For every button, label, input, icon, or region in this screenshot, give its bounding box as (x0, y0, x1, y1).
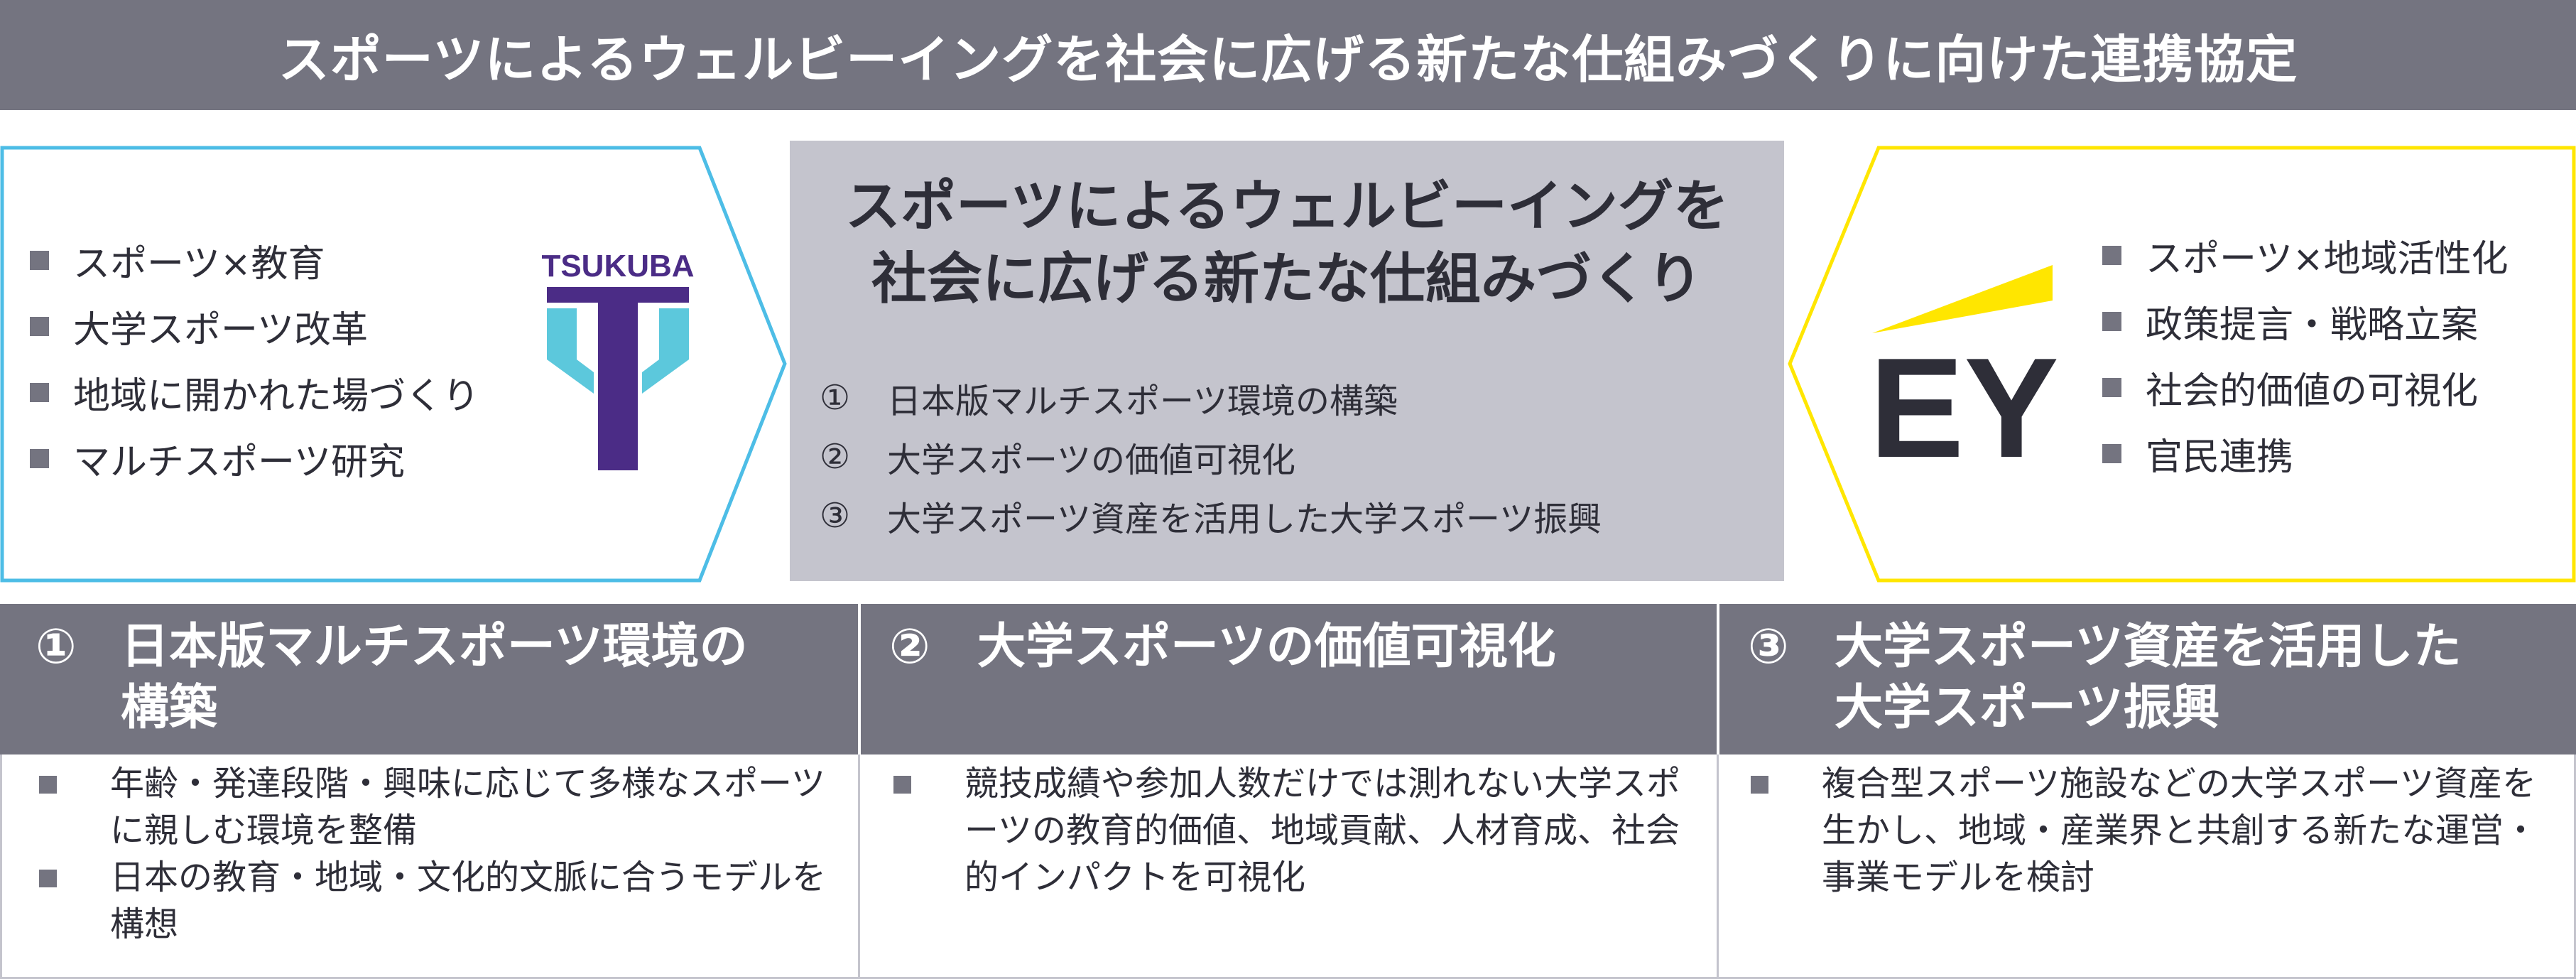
bullet-square-icon (39, 870, 57, 887)
list-item: 政策提言・戦略立案 (2102, 288, 2509, 355)
list-item: スポーツ×教育 (30, 227, 479, 293)
bullet-square-icon (39, 776, 57, 794)
bullet-square-icon (1751, 776, 1768, 794)
banner-title: スポーツによるウェルビーイングを社会に広げる新たな仕組みづくりに向けた連携協定 (0, 0, 2576, 110)
agreement-theme-box: スポーツによるウェルビーイングを 社会に広げる新たな仕組みづくり (790, 141, 1784, 581)
column-body-1 (0, 754, 860, 979)
column-2-list: 競技成績や参加人数だけでは測れない大学スポーツの教育的価値、地域貢献、人材育成、… (893, 760, 1682, 901)
column-header-3: ③ 大学スポーツ資産を活用した 大学スポーツ振興 (1719, 604, 2576, 754)
list-item: 官民連携 (2102, 421, 2509, 487)
bullet-square-icon (893, 776, 911, 794)
agreement-theme-title: スポーツによるウェルビーイングを 社会に広げる新たな仕組みづくり (844, 175, 1729, 311)
list-item: スポーツ×地域活性化 (2102, 222, 2509, 288)
bullet-square-icon (30, 383, 49, 402)
column-body-2 (860, 754, 1719, 979)
list-item: マルチスポーツ研究 (30, 426, 479, 492)
column-header-1: ① 日本版マルチスポーツ環境の 構築 (0, 604, 858, 754)
bullet-square-icon (2102, 444, 2121, 463)
divider (0, 977, 2576, 979)
list-item: 日本の教育・地域・文化的文脈に合うモデルを構想 (39, 854, 827, 948)
bullet-square-icon (2102, 246, 2121, 265)
tsukuba-logo-icon (547, 287, 689, 470)
ey-logo-text: EY (1869, 329, 2058, 458)
bullet-square-icon (30, 251, 49, 270)
list-item: 大学スポーツ改革 (30, 293, 479, 359)
tsukuba-arrow-frame (0, 146, 787, 583)
column-3-list: 複合型スポーツ施設などの大学スポーツ資産を生かし、地域・産業界と共創する新たな運… (1751, 760, 2539, 901)
column-1-list: 年齢・発達段階・興味に応じて多様なスポーツに親しむ環境を整備 日本の教育・地域・… (39, 760, 827, 948)
bullet-square-icon (2102, 378, 2121, 397)
ey-strengths-list: スポーツ×地域活性化 政策提言・戦略立案 社会的価値の可視化 官民連携 (2102, 222, 2509, 487)
bullet-square-icon (30, 317, 49, 336)
list-item: 競技成績や参加人数だけでは測れない大学スポーツの教育的価値、地域貢献、人材育成、… (893, 760, 1682, 901)
list-item: 年齢・発達段階・興味に応じて多様なスポーツに親しむ環境を整備 (39, 760, 827, 854)
ey-logo-icon: EY (1869, 265, 2058, 458)
bullet-square-icon (2102, 312, 2121, 331)
list-item: 社会的価値の可視化 (2102, 355, 2509, 421)
bullet-square-icon (30, 449, 49, 468)
tsukuba-strengths-list: スポーツ×教育 大学スポーツ改革 地域に開かれた場づくり マルチスポーツ研究 (30, 227, 479, 492)
column-header-2: ② 大学スポーツの価値可視化 (861, 604, 1717, 754)
tsukuba-logo-text: TSUKUBA (541, 249, 695, 283)
column-body-3 (1719, 754, 2576, 979)
list-item: 地域に開かれた場づくり (30, 359, 479, 426)
list-item: 複合型スポーツ施設などの大学スポーツ資産を生かし、地域・産業界と共創する新たな運… (1751, 760, 2539, 901)
ey-arrow-frame (1788, 146, 2576, 583)
